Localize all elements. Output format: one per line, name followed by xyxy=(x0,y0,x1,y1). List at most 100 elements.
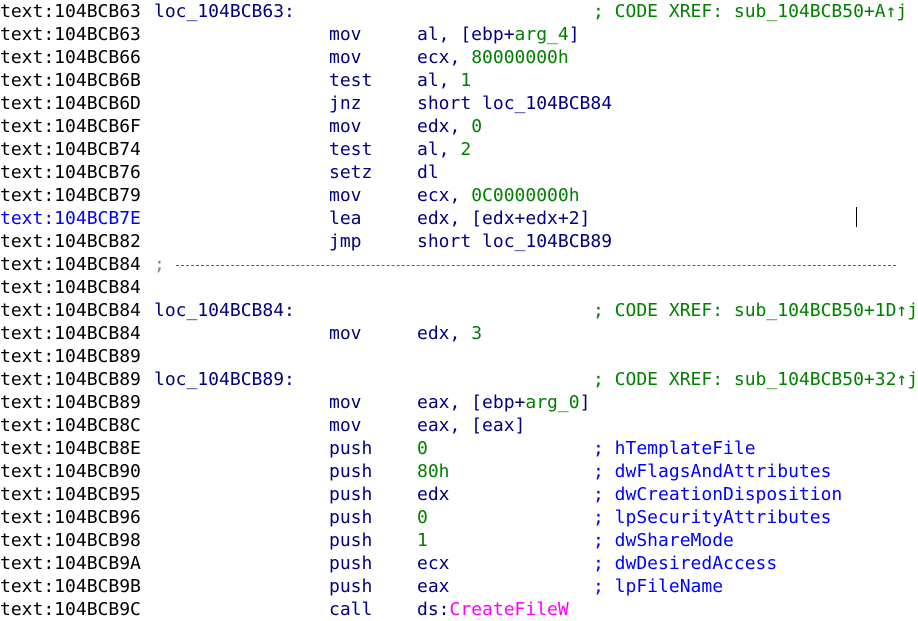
instruction-mnemonic[interactable]: mov xyxy=(329,47,362,68)
instruction-operands[interactable]: al, [ebp+arg_4] xyxy=(417,23,580,46)
instruction-operands[interactable]: eax, [ebp+arg_0] xyxy=(417,391,590,414)
line-address[interactable]: text:104BCB8C xyxy=(0,415,141,436)
instruction-operands[interactable]: al, 2 xyxy=(417,138,471,161)
line-address[interactable]: text:104BCB66 xyxy=(0,47,141,68)
line-address[interactable]: text:104BCB74 xyxy=(0,139,141,160)
instruction-operands[interactable]: short loc_104BCB84 xyxy=(417,92,612,115)
instruction-mnemonic[interactable]: mov xyxy=(329,323,362,344)
instruction-mnemonic[interactable]: lea xyxy=(329,208,362,229)
listing-line[interactable]: text:104BCB84; xyxy=(0,253,896,276)
line-address[interactable]: text:104BCB9B xyxy=(0,576,141,597)
listing-line[interactable]: text:104BCB8C mov eax, [eax] xyxy=(0,414,894,437)
line-address[interactable]: text:104BCB89 xyxy=(0,369,141,390)
line-address[interactable]: text:104BCB95 xyxy=(0,484,141,505)
instruction-mnemonic[interactable]: push xyxy=(329,484,373,505)
instruction-operands[interactable]: eax xyxy=(417,575,450,598)
code-label[interactable]: loc_104BCB63: xyxy=(154,1,295,22)
listing-line[interactable]: text:104BCB74 test al, 2 xyxy=(0,138,894,161)
line-address[interactable]: text:104BCB82 xyxy=(0,231,141,252)
listing-line[interactable]: text:104BCB89 xyxy=(0,345,894,368)
instruction-mnemonic[interactable]: push xyxy=(329,507,373,528)
listing-line[interactable]: text:104BCB7E lea edx, [edx+edx+2] xyxy=(0,207,894,230)
line-address[interactable]: text:104BCB89 xyxy=(0,392,141,413)
line-address[interactable]: text:104BCB7E xyxy=(0,208,141,229)
instruction-mnemonic[interactable]: push xyxy=(329,530,373,551)
listing-line[interactable]: text:104BCB76 setz dl xyxy=(0,161,894,184)
listing-line[interactable]: text:104BCB79 mov ecx, 0C0000000h xyxy=(0,184,894,207)
listing-line[interactable]: text:104BCB82 jmp short loc_104BCB89 xyxy=(0,230,894,253)
line-address[interactable]: text:104BCB9C xyxy=(0,599,141,620)
instruction-operands[interactable]: ds:CreateFileW xyxy=(417,598,569,621)
instruction-operands[interactable]: ecx, 80000000h xyxy=(417,46,569,69)
instruction-mnemonic[interactable]: jnz xyxy=(329,93,362,114)
instruction-operands[interactable]: edx, 3 xyxy=(417,322,482,345)
line-address[interactable]: text:104BCB6F xyxy=(0,116,141,137)
line-address[interactable]: text:104BCB76 xyxy=(0,162,141,183)
listing-line[interactable]: text:104BCB6D jnz short loc_104BCB84 xyxy=(0,92,894,115)
line-address[interactable]: text:104BCB63 xyxy=(0,24,141,45)
line-address[interactable]: text:104BCB8E xyxy=(0,438,141,459)
instruction-mnemonic[interactable]: push xyxy=(329,553,373,574)
line-address[interactable]: text:104BCB6B xyxy=(0,70,141,91)
line-address[interactable]: text:104BCB6D xyxy=(0,93,141,114)
instruction-operands[interactable]: edx xyxy=(417,483,450,506)
instruction-operands[interactable]: ecx xyxy=(417,552,450,575)
line-address[interactable]: text:104BCB84 xyxy=(0,300,141,321)
instruction-operands[interactable]: 1 xyxy=(417,529,428,552)
line-address[interactable]: text:104BCB98 xyxy=(0,530,141,551)
instruction-mnemonic[interactable]: mov xyxy=(329,415,362,436)
instruction-mnemonic[interactable]: test xyxy=(329,139,373,160)
listing-line[interactable]: text:104BCB84 mov edx, 3 xyxy=(0,322,894,345)
instruction-operands[interactable]: al, 1 xyxy=(417,69,471,92)
instruction-operands[interactable]: 0 xyxy=(417,506,428,529)
listing-line[interactable]: text:104BCB9C call ds:CreateFileW xyxy=(0,598,894,621)
code-label[interactable]: loc_104BCB84: xyxy=(154,300,295,321)
instruction-mnemonic[interactable]: mov xyxy=(329,24,362,45)
instruction-operands[interactable]: edx, 0 xyxy=(417,115,482,138)
instruction-mnemonic[interactable]: push xyxy=(329,576,373,597)
listing-line[interactable]: text:104BCB6B test al, 1 xyxy=(0,69,894,92)
instruction-operands[interactable]: short loc_104BCB89 xyxy=(417,230,612,253)
instruction-mnemonic[interactable]: test xyxy=(329,70,373,91)
instruction-operands[interactable]: dl xyxy=(417,161,439,184)
instruction-mnemonic[interactable]: mov xyxy=(329,392,362,413)
line-address[interactable]: text:104BCB90 xyxy=(0,461,141,482)
listing-line[interactable]: text:104BCB84 xyxy=(0,276,894,299)
line-address[interactable]: text:104BCB84 xyxy=(0,323,141,344)
line-address[interactable]: text:104BCB84 xyxy=(0,254,141,275)
instruction-mnemonic[interactable]: jmp xyxy=(329,231,362,252)
instruction-mnemonic[interactable]: push xyxy=(329,461,373,482)
instruction-mnemonic[interactable]: push xyxy=(329,438,373,459)
instruction-operands[interactable]: 80h xyxy=(417,460,450,483)
instruction-operands[interactable]: edx, [edx+edx+2] xyxy=(417,207,590,230)
instruction-mnemonic[interactable]: mov xyxy=(329,116,362,137)
listing-line[interactable]: text:104BCB66 mov ecx, 80000000h xyxy=(0,46,894,69)
line-address[interactable]: text:104BCB84 xyxy=(0,277,141,298)
listing-line[interactable]: text:104BCB63 mov al, [ebp+arg_4] xyxy=(0,23,894,46)
line-address[interactable]: text:104BCB89 xyxy=(0,346,141,367)
line-address[interactable]: text:104BCB63 xyxy=(0,1,141,22)
line-address[interactable]: text:104BCB96 xyxy=(0,507,141,528)
instruction-mnemonic[interactable]: mov xyxy=(329,185,362,206)
instruction-operands[interactable]: ecx, 0C0000000h xyxy=(417,184,580,207)
line-address[interactable]: text:104BCB79 xyxy=(0,185,141,206)
instruction-mnemonic[interactable]: call xyxy=(329,599,373,620)
listing-line[interactable]: text:104BCB89 mov eax, [ebp+arg_0] xyxy=(0,391,894,414)
instruction-operands[interactable]: eax, [eax] xyxy=(417,414,525,437)
listing-line[interactable]: text:104BCB6F mov edx, 0 xyxy=(0,115,894,138)
instruction-mnemonic[interactable]: setz xyxy=(329,162,373,183)
instruction-operands[interactable]: 0 xyxy=(417,437,428,460)
code-label[interactable]: loc_104BCB89: xyxy=(154,369,295,390)
line-address[interactable]: text:104BCB9A xyxy=(0,553,141,574)
